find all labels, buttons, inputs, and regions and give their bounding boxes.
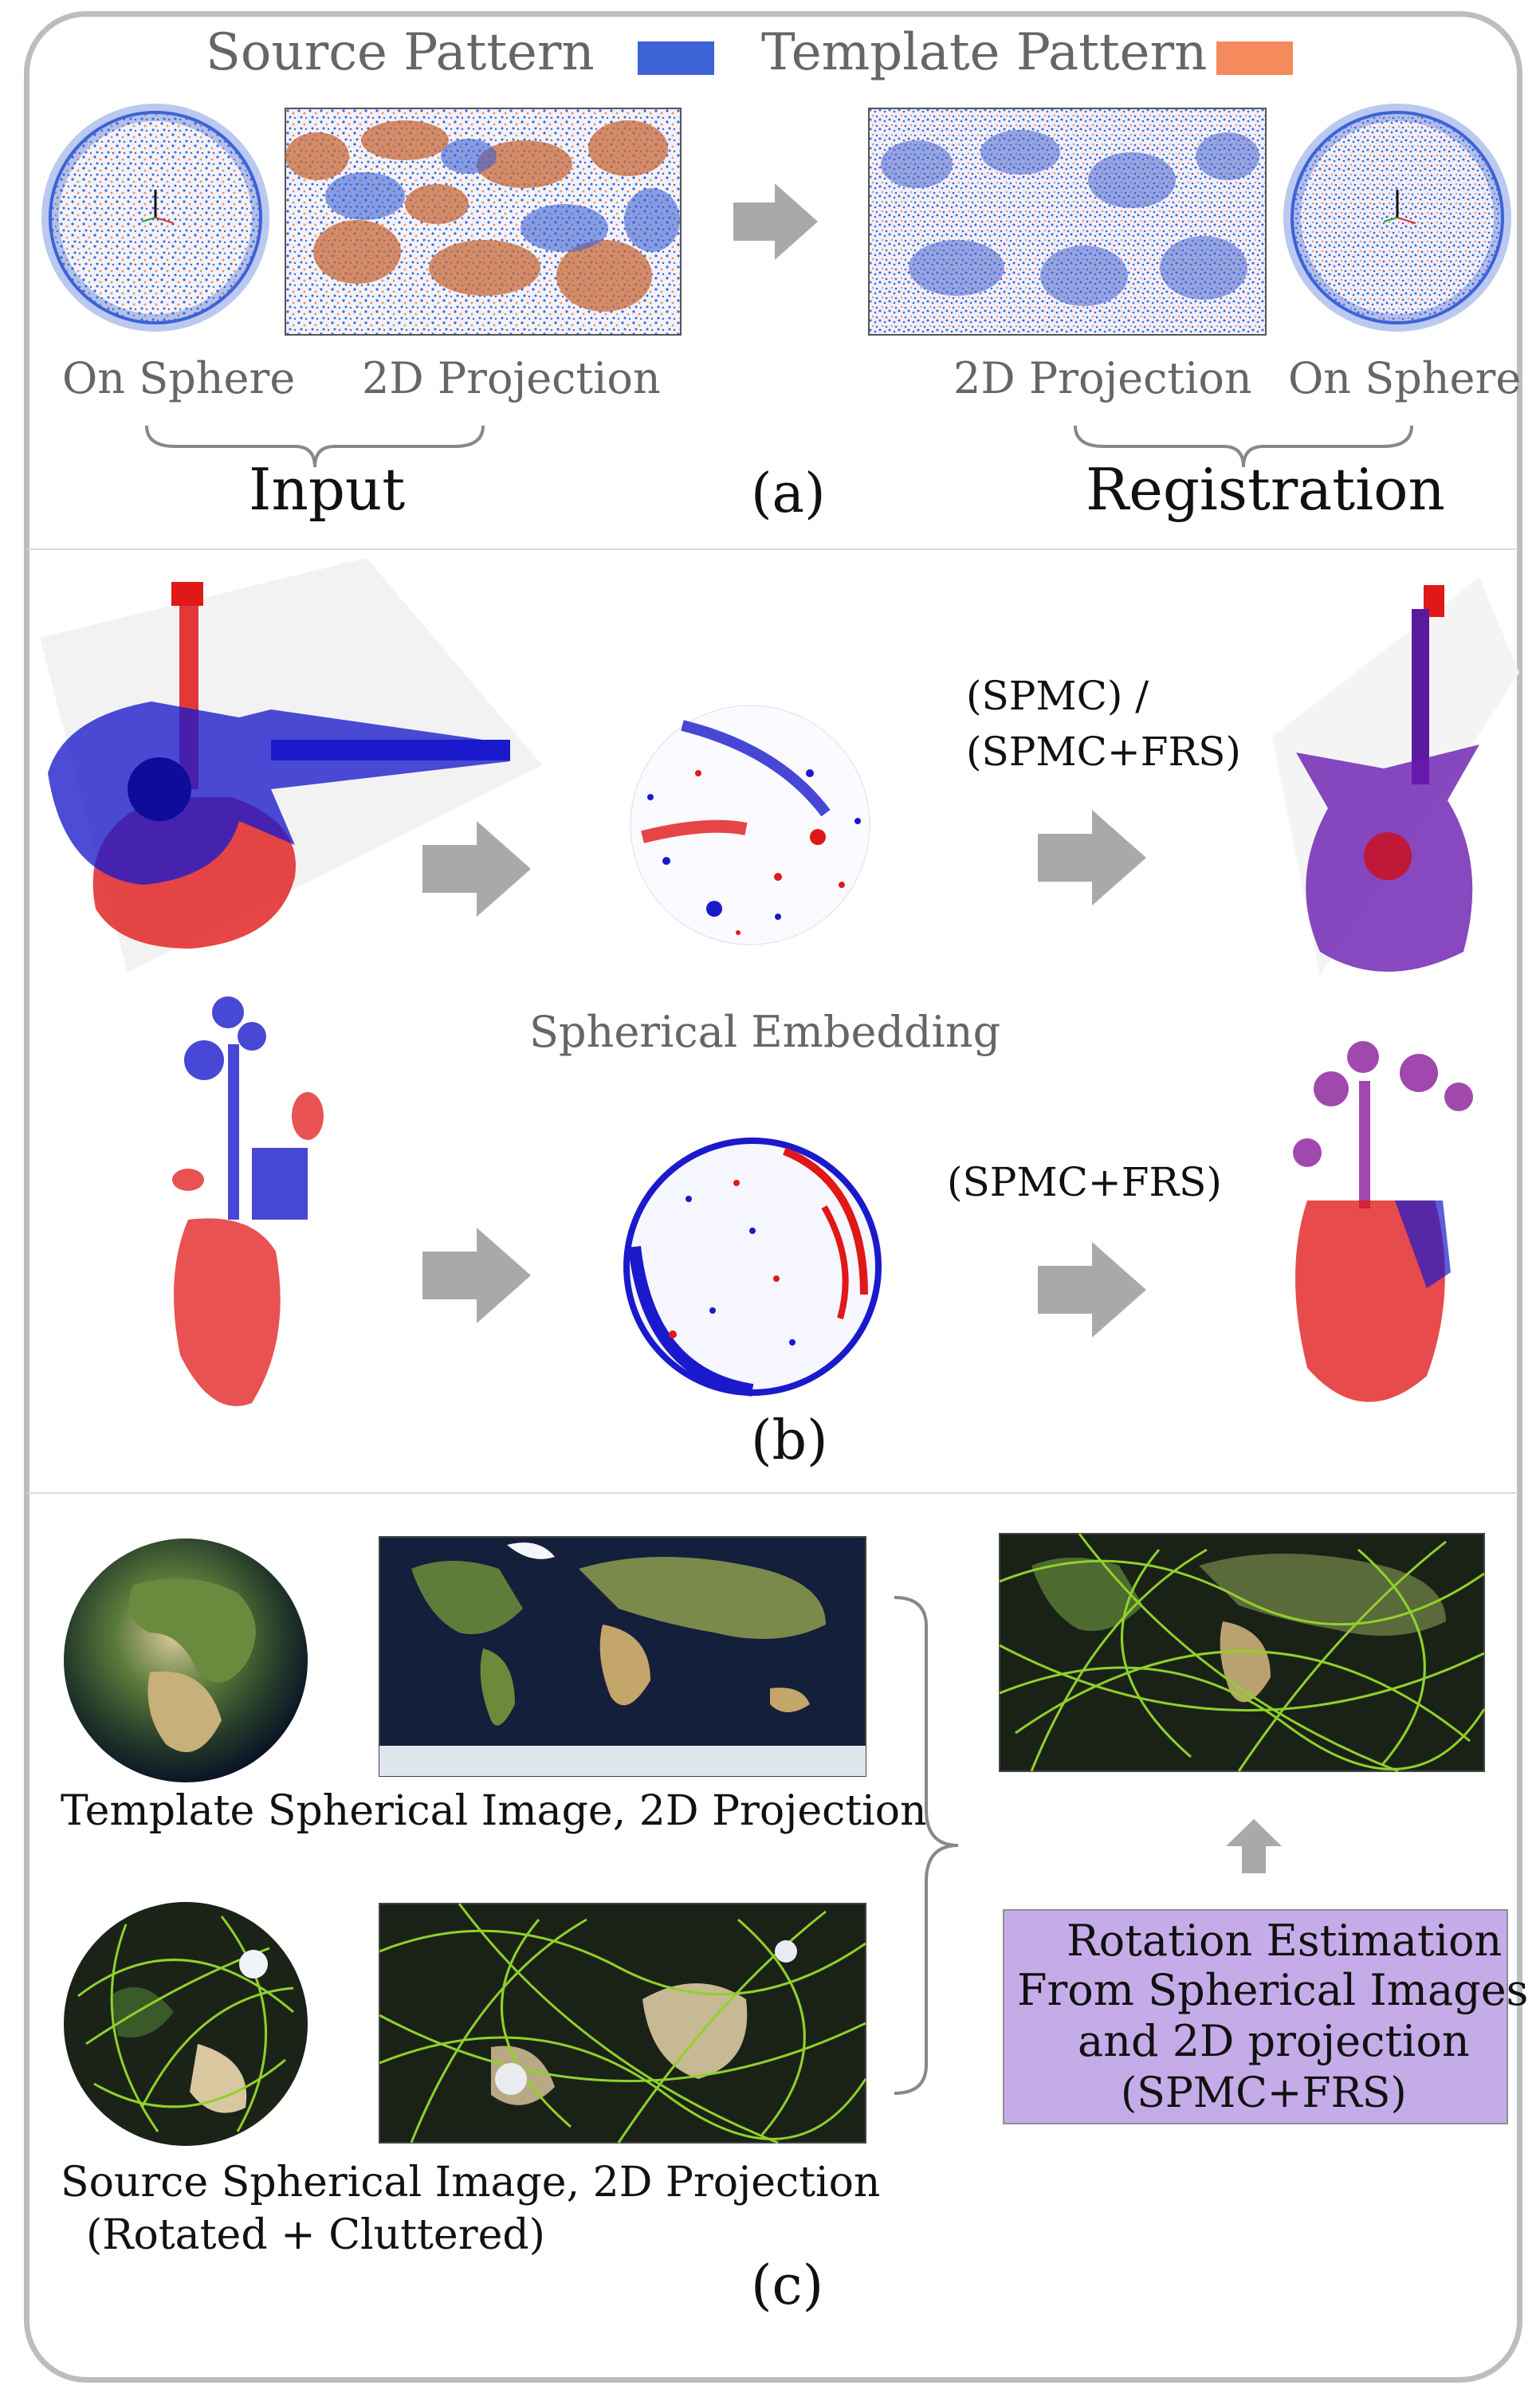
source-globe [64,1902,308,2146]
registration-2d-projection [868,108,1267,336]
source-caption-line2: (Rotated + Cluttered) [86,2211,545,2259]
rotation-estimation-box [1003,1909,1508,2124]
plant-input-pointcloud [172,996,324,1406]
box-line4: (SPMC+FRS) [1121,2069,1407,2117]
legend-source-swatch [638,41,714,75]
method-top-line1: (SPMC) / [966,673,1149,719]
label-on-sphere-registration: On Sphere [1288,353,1522,403]
caption-b: (b) [751,1409,828,1472]
arrow-b3-icon [422,1228,531,1323]
plant-spherical-embedding [623,1138,882,1397]
caption-a: (a) [751,462,826,525]
template-map [379,1536,866,1777]
source-caption-line1: Source Spherical Image, 2D Projection [61,2159,881,2206]
legend-template-label: Template Pattern [761,23,1208,82]
registered-map [999,1533,1486,1773]
legend-template-swatch [1216,41,1293,75]
caption-c: (c) [751,2254,824,2317]
input-2d-projection [285,108,682,336]
arrow-up-icon [1226,1819,1282,1873]
method-top-line2: (SPMC+FRS) [966,729,1241,775]
source-map [379,1903,867,2144]
spherical-embedding-label: Spherical Embedding [529,1007,1001,1057]
box-line2: From Spherical Images [1017,1965,1529,2015]
brace-input [145,425,485,468]
arrow-b1-icon [422,821,531,917]
guitar-registered-pointcloud [1272,577,1519,976]
box-line1: Rotation Estimation [1067,1916,1503,1966]
brace-c [894,1596,959,2095]
divider-a-b [27,548,1518,550]
arrow-b2-icon [1038,810,1146,906]
label-on-sphere-input: On Sphere [62,353,296,403]
arrow-b4-icon [1038,1242,1146,1338]
group-input-label: Input [249,456,406,523]
guitar-input-pointcloud [40,558,542,973]
input-sphere [41,104,269,332]
registration-sphere [1283,104,1511,332]
template-caption: Template Spherical Image, 2D Projection [61,1787,927,1835]
label-2d-projection-input: 2D Projection [362,353,661,403]
box-line3: and 2D projection [1078,2016,1470,2066]
label-2d-projection-registration: 2D Projection [953,353,1252,403]
divider-b-c [27,1492,1518,1494]
plant-registered-pointcloud [1293,1041,1473,1402]
template-globe [64,1538,308,1782]
guitar-spherical-embedding [630,705,870,945]
arrow-a-icon [733,183,818,260]
legend-source-label: Source Pattern [206,23,595,82]
brace-registration [1074,425,1413,468]
group-registration-label: Registration [1086,456,1445,523]
method-bottom-label: (SPMC+FRS) [947,1159,1222,1205]
